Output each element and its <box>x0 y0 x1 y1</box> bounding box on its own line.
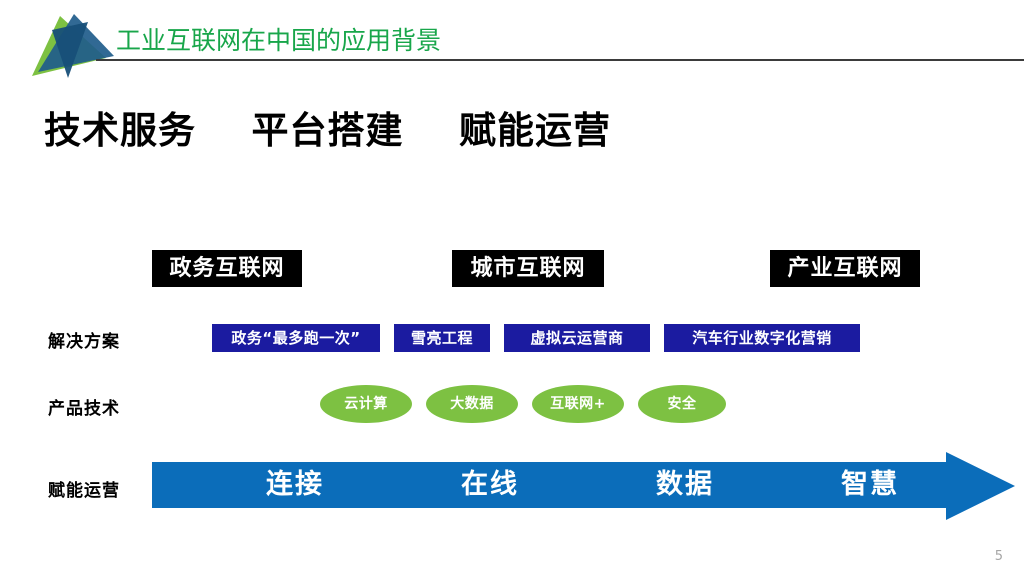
category-box-industry: 产业互联网 <box>770 250 920 287</box>
solution-box-1: 政务“最多跑一次” <box>212 324 380 352</box>
solution-box-4: 汽车行业数字化营销 <box>664 324 860 352</box>
row-label-products: 产品技术 <box>48 399 120 419</box>
arrow-label-1: 连接 <box>266 469 324 500</box>
technology-ellipse-3: 互联网+ <box>532 385 624 423</box>
solution-box-3: 虚拟云运营商 <box>504 324 650 352</box>
header-title: 工业互联网在中国的应用背景 <box>116 26 442 55</box>
arrow-body <box>152 462 946 508</box>
page-title: 技术服务 平台搭建 赋能运营 <box>44 109 612 152</box>
arrow-label-3: 数据 <box>656 469 714 500</box>
category-box-government: 政务互联网 <box>152 250 302 287</box>
right-arrow-icon <box>946 452 1015 520</box>
arrow-label-2: 在线 <box>461 469 519 500</box>
row-label-operations: 赋能运营 <box>48 481 120 501</box>
technology-ellipse-2: 大数据 <box>426 385 518 423</box>
arrow-label-4: 智慧 <box>841 469 899 500</box>
header-divider <box>96 59 1024 61</box>
technology-ellipse-4: 安全 <box>638 385 726 423</box>
category-box-city: 城市互联网 <box>452 250 604 287</box>
page-number: 5 <box>994 549 1003 564</box>
row-label-solutions: 解决方案 <box>48 332 120 352</box>
technology-ellipse-1: 云计算 <box>320 385 412 423</box>
solution-box-2: 雪亮工程 <box>394 324 490 352</box>
enablement-arrow: 连接 在线 数据 智慧 <box>152 452 1024 520</box>
triangles-logo-icon <box>28 12 120 80</box>
